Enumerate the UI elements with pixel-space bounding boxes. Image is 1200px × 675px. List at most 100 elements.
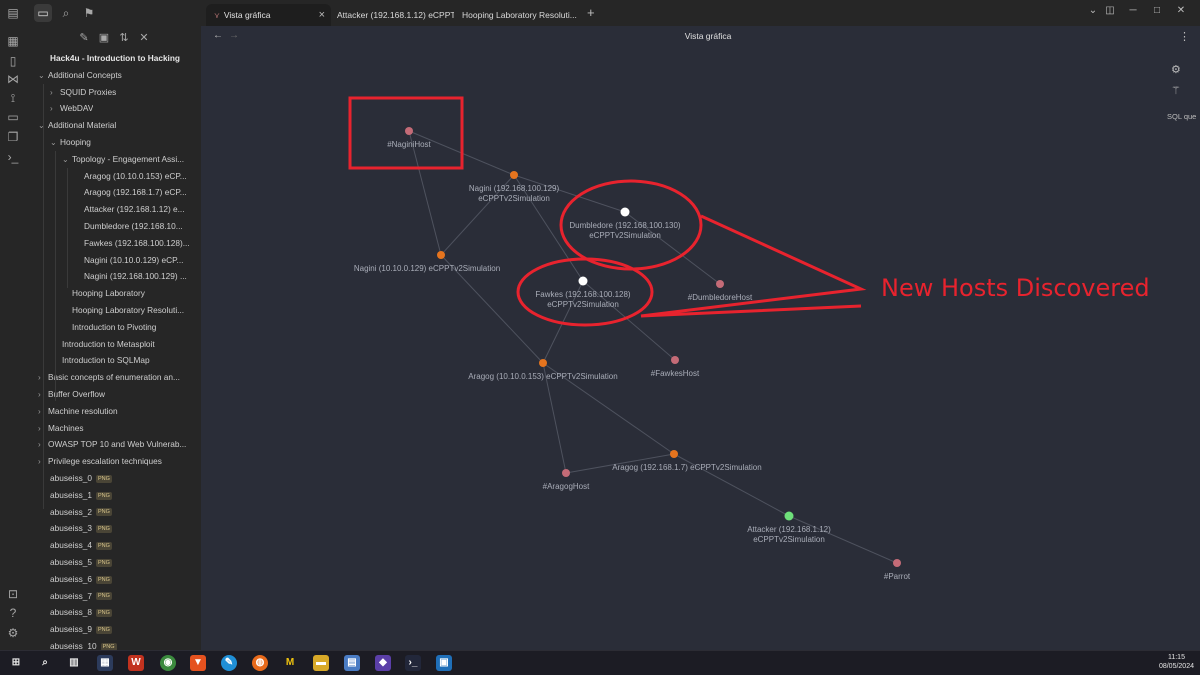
- calendar-icon[interactable]: ▭: [7, 110, 19, 124]
- graph-node-attacker[interactable]: [784, 511, 794, 521]
- office-icon[interactable]: W: [128, 655, 144, 671]
- collapse-all-icon[interactable]: ✕: [139, 32, 149, 44]
- terminal-app-icon[interactable]: ›_: [405, 655, 421, 671]
- chevron-right-icon[interactable]: ›: [38, 373, 41, 383]
- chevron-right-icon[interactable]: ›: [38, 390, 41, 399]
- vault-name[interactable]: Hack4u - Introduction to Hacking: [50, 53, 180, 63]
- forward-arrow-icon[interactable]: →: [229, 30, 239, 41]
- note-item[interactable]: Introduction to Metasploit: [62, 336, 155, 353]
- sort-icon[interactable]: ⇅: [119, 32, 129, 44]
- note-item[interactable]: Introduction to Pivoting: [72, 319, 156, 336]
- close-window-icon[interactable]: ✕: [1176, 5, 1186, 16]
- chevron-right-icon[interactable]: ›: [38, 406, 41, 416]
- folder-item[interactable]: ⌄Additional Material: [38, 117, 116, 134]
- folder-item[interactable]: ›WebDAV: [50, 100, 93, 117]
- tab-hooping-resolution[interactable]: Hooping Laboratory Resoluti...: [454, 4, 584, 26]
- graph-settings-icon[interactable]: ⚙: [1171, 64, 1181, 76]
- note-item[interactable]: Dumbledore (192.168.10...: [84, 218, 183, 235]
- graph-node-parrot[interactable]: [893, 559, 901, 567]
- vault-switch-icon[interactable]: ⊡: [7, 587, 19, 601]
- new-note-icon[interactable]: ✎: [79, 32, 89, 44]
- folder-item[interactable]: ›Basic concepts of enumeration an...: [38, 369, 180, 386]
- bookmark-icon[interactable]: ⚑: [83, 6, 95, 20]
- graph-node-fawkeshost[interactable]: [671, 356, 679, 364]
- folder-item[interactable]: ›Machine resolution: [38, 403, 118, 420]
- file-icon[interactable]: ▯: [9, 54, 17, 68]
- malwarebytes-icon[interactable]: M: [282, 655, 298, 671]
- chevron-down-icon[interactable]: ⌄: [50, 138, 57, 147]
- new-tab-button[interactable]: +: [587, 5, 595, 20]
- more-options-icon[interactable]: ⋮: [1179, 31, 1190, 43]
- help-icon[interactable]: ?: [9, 606, 17, 620]
- note-item[interactable]: Aragog (10.10.0.153) eCP...: [84, 168, 187, 185]
- graph-node-naginihost[interactable]: [405, 127, 413, 135]
- graph-node-nagini10[interactable]: [437, 251, 445, 259]
- graph-node-dumbledore[interactable]: [620, 207, 630, 217]
- folder-icon[interactable]: ▭: [34, 4, 52, 22]
- obsidian-icon[interactable]: ◆: [375, 655, 391, 671]
- chrome-icon[interactable]: ◉: [160, 655, 176, 671]
- note-item[interactable]: Nagini (192.168.100.129) ...: [84, 268, 187, 285]
- note-item[interactable]: Fawkes (192.168.100.128)...: [84, 235, 190, 252]
- chevron-right-icon[interactable]: ›: [50, 87, 53, 97]
- graph-node-aragoghost[interactable]: [562, 469, 570, 477]
- tab-list-icon[interactable]: ⌄: [1088, 5, 1098, 16]
- note-item[interactable]: Hooping Laboratory: [72, 285, 145, 302]
- brave-icon[interactable]: ▼: [190, 655, 206, 671]
- graph-node-nagini192[interactable]: [510, 171, 518, 179]
- virtualbox-icon[interactable]: ▣: [436, 655, 452, 671]
- note-item[interactable]: Hooping Laboratory Resoluti...: [72, 302, 184, 319]
- system-clock[interactable]: 11:15 08/05/2024: [1159, 653, 1194, 671]
- graph-view-icon[interactable]: ⋈: [7, 72, 19, 86]
- search-icon[interactable]: ⌕: [62, 6, 70, 20]
- graph-node-dumbledorehost[interactable]: [716, 280, 724, 288]
- copy-icon[interactable]: ❐: [7, 130, 19, 144]
- terminal-icon[interactable]: ›_: [7, 150, 19, 164]
- maximize-icon[interactable]: □: [1153, 5, 1161, 16]
- folder-item[interactable]: ›SQUID Proxies: [50, 84, 116, 101]
- chevron-right-icon[interactable]: ›: [38, 440, 41, 450]
- graph-node-aragog10[interactable]: [539, 359, 547, 367]
- taskbar-search-icon[interactable]: ⌕: [42, 657, 48, 668]
- grid-icon[interactable]: ▦: [7, 34, 19, 48]
- folder-item[interactable]: ›Buffer Overflow: [38, 386, 105, 403]
- chevron-right-icon[interactable]: ›: [38, 423, 41, 433]
- tab-graph-view[interactable]: ⋎Vista gráfica ×: [206, 4, 331, 26]
- note-item[interactable]: Nagini (10.10.0.129) eCP...: [84, 252, 183, 269]
- app-icon[interactable]: ✎: [221, 655, 237, 671]
- task-view-icon[interactable]: ▥: [69, 657, 79, 668]
- notes-app-icon[interactable]: ▤: [344, 655, 360, 671]
- chevron-down-icon[interactable]: ⌄: [62, 154, 69, 164]
- folder-item[interactable]: ⌄Hooping: [50, 134, 91, 151]
- firefox-icon[interactable]: ◍: [252, 655, 268, 671]
- graph-view[interactable]: ← → Vista gráfica ⋮ ⚙ ⚚ SQL que #NaginiH…: [201, 26, 1200, 650]
- link-icon[interactable]: ⟟: [10, 91, 16, 105]
- minimize-icon[interactable]: ─: [1129, 5, 1137, 16]
- note-item[interactable]: Introduction to SQLMap: [62, 352, 150, 369]
- magic-wand-icon[interactable]: ⚚: [1171, 85, 1181, 97]
- file-explorer-icon[interactable]: ▬: [313, 655, 329, 671]
- note-item[interactable]: Aragog (192.168.1.7) eCP...: [84, 184, 187, 201]
- sidebar-toggle-icon[interactable]: ▤: [7, 6, 19, 20]
- chevron-right-icon[interactable]: ›: [50, 104, 53, 114]
- windows-start-icon[interactable]: ⊞: [11, 657, 21, 668]
- store-icon[interactable]: ▦: [97, 655, 113, 671]
- back-arrow-icon[interactable]: ←: [213, 30, 223, 41]
- new-folder-icon[interactable]: ▣: [98, 32, 110, 44]
- folder-item[interactable]: ›Machines: [38, 420, 84, 437]
- note-item[interactable]: Attacker (192.168.1.12) e...: [84, 201, 185, 218]
- folder-item[interactable]: ⌄Additional Concepts: [38, 67, 122, 84]
- settings-icon[interactable]: ⚙: [7, 626, 19, 640]
- chevron-down-icon[interactable]: ⌄: [38, 121, 45, 131]
